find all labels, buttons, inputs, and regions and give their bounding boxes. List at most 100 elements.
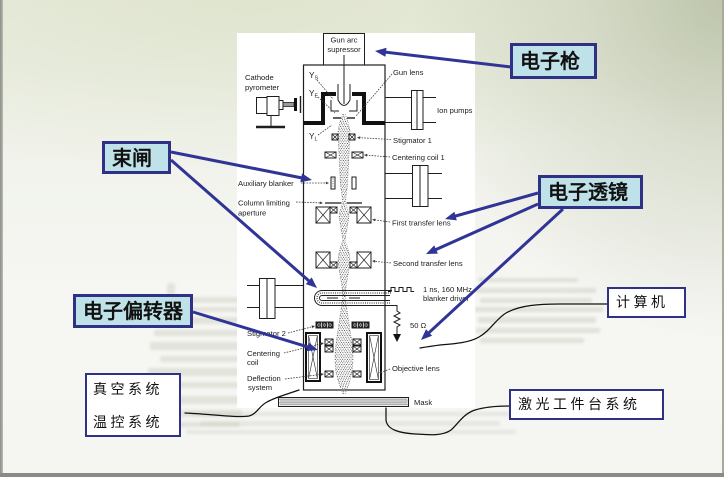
objective-coil-winding bbox=[308, 335, 318, 379]
deflection-system-label-line-1: Deflection bbox=[247, 374, 281, 383]
second-transfer-lens-inner-right bbox=[349, 261, 358, 269]
watermark-sheet bbox=[150, 342, 242, 350]
blanker-driver-pulse-train bbox=[388, 287, 414, 292]
watermark-paper-stack-right bbox=[475, 278, 603, 343]
callout-arrows bbox=[170, 47, 565, 352]
watermark-sheet bbox=[200, 421, 500, 426]
voltage-subscript: E bbox=[314, 94, 318, 100]
system-connectors bbox=[184, 303, 608, 436]
lens-voltage-leader bbox=[317, 124, 333, 136]
stigmator-2-right bbox=[351, 321, 370, 329]
arrow-beam-blanker-main-head bbox=[305, 277, 317, 288]
auxiliary-blanker-plate-left bbox=[330, 176, 336, 190]
watermark-sheet bbox=[478, 317, 596, 323]
deflection-coil-left bbox=[324, 370, 334, 378]
watermark-sheet bbox=[154, 330, 242, 336]
first-transfer-lens-outer-right-diagonal bbox=[356, 206, 372, 224]
blanker-outer-edge bbox=[314, 290, 392, 306]
watermark-sheet bbox=[476, 328, 600, 333]
centering-coil-1-label: Centering coil 1 bbox=[392, 153, 445, 162]
ebl-column-diagram: Gun arc supressor bbox=[237, 33, 475, 408]
centering-coil-1-right bbox=[351, 151, 364, 159]
cathode-pyrometer-label-line-1: Cathode bbox=[245, 73, 274, 82]
voltage-subscript: S bbox=[314, 76, 318, 82]
stigmator-1-right bbox=[348, 133, 356, 141]
voltage-symbol: Y bbox=[309, 132, 315, 141]
callout-electron-gun: 电子枪 bbox=[510, 43, 597, 79]
stigmator-2-right-segment-diagonal bbox=[363, 322, 369, 328]
stigmator-1-right-diagonal bbox=[348, 133, 356, 141]
watermark-sheet bbox=[190, 412, 510, 416]
stigmator-1-leader-head bbox=[357, 136, 361, 140]
gun-lens-label: Gun lens bbox=[393, 68, 424, 77]
pyrometer-head bbox=[266, 96, 280, 116]
gun-arc-suppressor-label-line-1: Gun arc bbox=[330, 36, 357, 45]
objective-coil-winding bbox=[369, 335, 379, 380]
arrow-electron-lens-first-transfer bbox=[449, 191, 539, 219]
voltage-symbol: Y bbox=[309, 71, 315, 80]
column-limiting-aperture-label-line-1: Column limiting bbox=[238, 199, 290, 208]
callout-temperature-control-text: 温控系统 bbox=[93, 415, 163, 431]
stigmator-2-left-segment-diagonal bbox=[327, 322, 333, 328]
stigmator-2-leader bbox=[287, 326, 314, 334]
second-transfer-lens-label: Second transfer lens bbox=[393, 259, 463, 268]
watermark-sheet bbox=[480, 298, 592, 303]
arrow-electron-lens-first-transfer-head bbox=[445, 211, 457, 221]
first-transfer-lens-inner-left bbox=[329, 206, 338, 214]
second-transfer-lens-leader bbox=[373, 260, 392, 264]
centering-coil-lower-left bbox=[324, 345, 334, 353]
centering-coil-1-leader-head bbox=[364, 153, 368, 157]
arrow-electron-lens-objective-head bbox=[421, 329, 433, 340]
centering-coil-lower-right-diagonal bbox=[352, 345, 362, 353]
cathode-tip bbox=[337, 84, 351, 106]
callout-electron-deflector-text: 电子偏转器 bbox=[83, 299, 183, 323]
blanker-plate-fill bbox=[316, 292, 391, 304]
pyrometer-shaft bbox=[282, 102, 295, 107]
centering-coil-lower-right bbox=[352, 345, 362, 353]
callout-computer-text: 计算机 bbox=[616, 294, 669, 311]
first-transfer-lens-outer-left-diagonal bbox=[315, 206, 331, 224]
centering-coil-upper-right bbox=[352, 338, 362, 346]
arrow-beam-blanker-auxiliary bbox=[170, 150, 307, 181]
label-leaders bbox=[283, 73, 393, 380]
ion-pump-port-upper: Ion pumps bbox=[385, 90, 473, 130]
extractor-voltage-label: YE bbox=[309, 89, 318, 100]
connector-laser-stage bbox=[385, 405, 510, 436]
first-transfer-lens-outer-left bbox=[315, 206, 331, 224]
blanker-inner-edge bbox=[319, 295, 390, 301]
pyrometer-collar bbox=[278, 100, 284, 110]
second-transfer-lens-inner-left-diagonal bbox=[329, 261, 338, 269]
arrow-electron-gun-head bbox=[375, 47, 387, 57]
centering-coil-leader-head bbox=[320, 342, 324, 346]
termination-resistor bbox=[392, 305, 402, 334]
blanker-driver-label-line-2: blanker driver bbox=[423, 294, 469, 303]
stigmator-1-left-diagonal bbox=[331, 133, 339, 141]
callout-laser-stage-system-text: 激光工件台系统 bbox=[518, 396, 641, 413]
stigmator-2-right-segment bbox=[358, 322, 363, 328]
second-transfer-lens-inner-left bbox=[329, 261, 338, 269]
centering-coil-1-leader bbox=[365, 154, 391, 158]
slide-frame-left bbox=[0, 0, 3, 477]
voltage-subscript: L bbox=[314, 137, 317, 143]
stigmator-2-right-segment-diagonal bbox=[352, 322, 358, 328]
centering-coil-leader bbox=[283, 343, 323, 354]
watermark-paper-stack-bottom bbox=[186, 412, 516, 434]
objective-coil-diagonal bbox=[308, 335, 318, 379]
centering-coil-label-line-2: coil bbox=[247, 358, 259, 367]
objective-coil-diagonal bbox=[369, 335, 379, 380]
centering-coil-1-right-diagonal bbox=[351, 151, 364, 159]
lens-voltage-label: YL bbox=[309, 132, 317, 143]
mask bbox=[278, 397, 409, 407]
stigmator-2-right-segment bbox=[352, 322, 358, 328]
callout-electron-lens: 电子透镜 bbox=[538, 175, 643, 209]
callout-electron-gun-text: 电子枪 bbox=[520, 49, 580, 73]
ion-pump-port-middle bbox=[385, 165, 442, 207]
aperture-leader-head bbox=[319, 201, 323, 205]
cathode-pyrometer: Cathode pyrometer bbox=[245, 73, 302, 129]
stigmator-2-left-segment bbox=[316, 322, 322, 328]
callout-electron-lens-text: 电子透镜 bbox=[548, 180, 628, 204]
watermark-sheet bbox=[186, 430, 516, 434]
deflection-coil-right bbox=[352, 370, 362, 378]
ion-pump-port-left bbox=[247, 278, 304, 319]
